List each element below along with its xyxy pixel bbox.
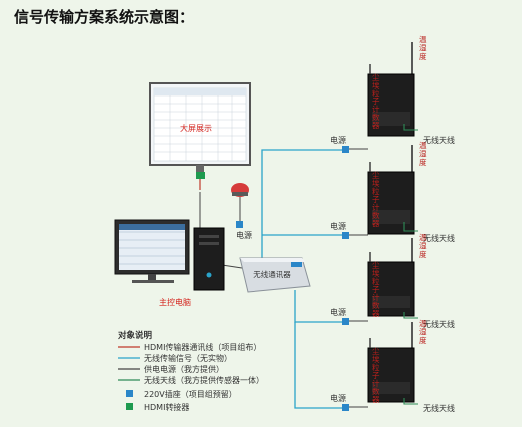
sensor-power-leads	[349, 148, 368, 408]
sensor-3-device-label: 尘埃粒子计数器	[372, 260, 380, 318]
sensor-3-antenna-label: 无线天线	[423, 319, 455, 329]
sensor-labels: 温湿度尘埃粒子计数器电源无线天线温湿度尘埃粒子计数器电源无线天线温湿度尘埃粒子计…	[330, 35, 455, 413]
sensor-unit-2	[342, 145, 418, 239]
sensor-1-power-label: 电源	[330, 135, 346, 145]
sensor-unit-3	[342, 238, 418, 325]
sensor-1-device-label: 尘埃粒子计数器	[372, 72, 380, 130]
sensor-3-probe-label: 温湿度	[419, 233, 427, 259]
wireless-link-3	[294, 290, 345, 323]
legend-title: 对象说明	[118, 330, 153, 341]
legend-swatch-hdmi-adapter	[126, 403, 133, 410]
sensor-4-antenna-label: 无线天线	[423, 403, 455, 413]
sensor-2-device-label: 尘埃粒子计数器	[372, 170, 380, 228]
display-screen	[149, 82, 251, 179]
alarm-power-label: 电源	[236, 230, 252, 240]
sensor-2-power-label: 电源	[330, 221, 346, 231]
sensor-4-probe-label: 温湿度	[419, 319, 427, 345]
sensor-4-power-label: 电源	[330, 393, 346, 403]
wireless-links	[261, 149, 345, 409]
legend-item-4: 无线天线（我方提供传感器一体）	[144, 375, 264, 385]
sensor-1-antenna-label: 无线天线	[423, 135, 455, 145]
legend-item-1: HDMI传输器通讯线（项目组布）	[144, 342, 261, 352]
screen-label: 大屏展示	[180, 123, 212, 133]
legend-item-6: HDMI转接器	[144, 402, 189, 412]
diagram-title: 信号传输方案系统示意图：	[14, 8, 195, 26]
wireless-trunk	[261, 149, 345, 262]
main-computer	[114, 219, 225, 291]
legend-item-5: 220V插座（项目组预留）	[144, 389, 237, 399]
wireless-gateway	[239, 257, 311, 293]
alarm-icon	[231, 183, 249, 197]
alarm-socket	[236, 221, 243, 228]
wireless-link-4	[294, 322, 345, 409]
legend-swatch-socket	[126, 390, 133, 397]
sensor-4-device-label: 尘埃粒子计数器	[372, 346, 380, 404]
legend: 对象说明 HDMI传输器通讯线（项目组布） 无线传输信号（无实物） 供电电源（我…	[118, 330, 264, 412]
legend-item-3: 供电电源（我方提供）	[144, 364, 224, 374]
main-computer-label: 主控电脑	[159, 297, 191, 307]
sensor-1-probe-label: 温湿度	[419, 35, 427, 61]
sensor-unit-1	[342, 42, 418, 153]
sensor-2-probe-label: 温湿度	[419, 141, 427, 167]
sensor-2-antenna-label: 无线天线	[423, 233, 455, 243]
sensor-unit-4	[342, 322, 418, 411]
sensor-3-power-label: 电源	[330, 307, 346, 317]
gateway-label: 无线通讯器	[253, 269, 291, 279]
legend-item-2: 无线传输信号（无实物）	[144, 353, 232, 363]
